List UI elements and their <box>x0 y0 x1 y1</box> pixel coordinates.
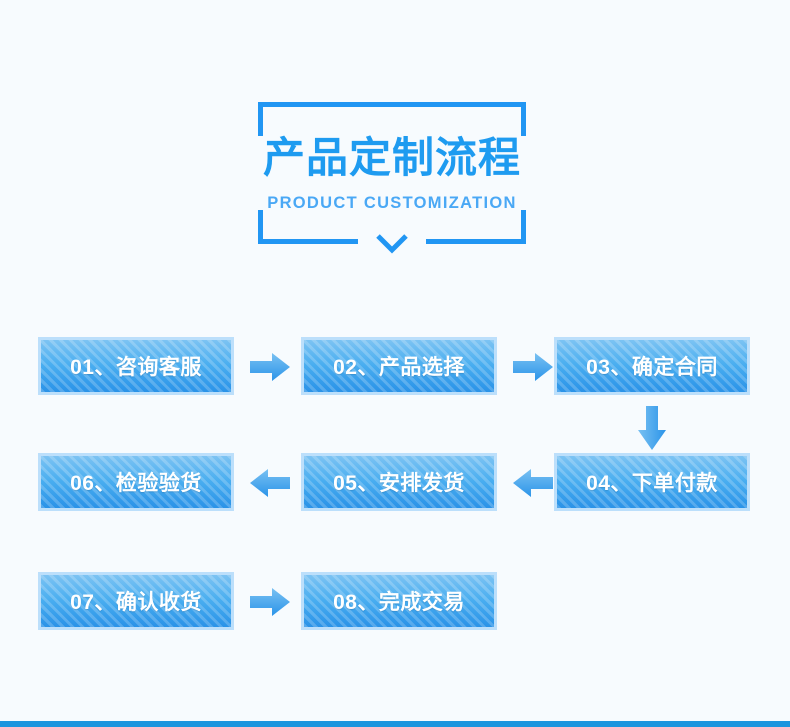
chevron-down-icon <box>375 232 409 254</box>
arrow-down-03-to-04 <box>636 404 668 452</box>
process-step-03-label: 03、确定合同 <box>586 356 718 379</box>
process-step-02[interactable]: 02、产品选择 <box>301 337 497 395</box>
bracket-corner-top-right <box>521 102 526 136</box>
process-step-01-label: 01、咨询客服 <box>70 356 202 379</box>
process-step-07[interactable]: 07、确认收货 <box>38 572 234 630</box>
process-step-03[interactable]: 03、确定合同 <box>554 337 750 395</box>
process-step-08-label: 08、完成交易 <box>333 591 465 614</box>
bottom-divider <box>0 721 790 727</box>
arrow-right-02-to-03 <box>511 351 555 383</box>
arrow-right-01-to-02 <box>248 351 292 383</box>
arrow-left-05-to-06 <box>248 467 292 499</box>
process-step-01[interactable]: 01、咨询客服 <box>38 337 234 395</box>
process-step-02-label: 02、产品选择 <box>333 356 465 379</box>
bracket-corner-bottom-right <box>521 210 526 244</box>
process-step-04-label: 04、下单付款 <box>586 472 718 495</box>
process-step-06-label: 06、检验验货 <box>70 472 202 495</box>
arrow-left-04-to-05 <box>511 467 555 499</box>
page-subtitle: PRODUCT CUSTOMIZATION <box>267 194 517 212</box>
process-step-05[interactable]: 05、安排发货 <box>301 453 497 511</box>
bracket-bottom-bar-right <box>426 239 526 244</box>
process-step-07-label: 07、确认收货 <box>70 591 202 614</box>
bracket-corner-top-left <box>258 102 263 136</box>
bracket-corner-bottom-left <box>258 210 263 244</box>
bracket-bottom-bar-left <box>258 239 358 244</box>
process-step-08[interactable]: 08、完成交易 <box>301 572 497 630</box>
arrow-right-07-to-08 <box>248 586 292 618</box>
process-step-06[interactable]: 06、检验验货 <box>38 453 234 511</box>
process-step-04[interactable]: 04、下单付款 <box>554 453 750 511</box>
title-block: 产品定制流程 PRODUCT CUSTOMIZATION <box>258 102 526 254</box>
bracket-top-bar <box>258 102 526 107</box>
page-title: 产品定制流程 <box>262 134 521 181</box>
process-step-05-label: 05、安排发货 <box>333 472 465 495</box>
